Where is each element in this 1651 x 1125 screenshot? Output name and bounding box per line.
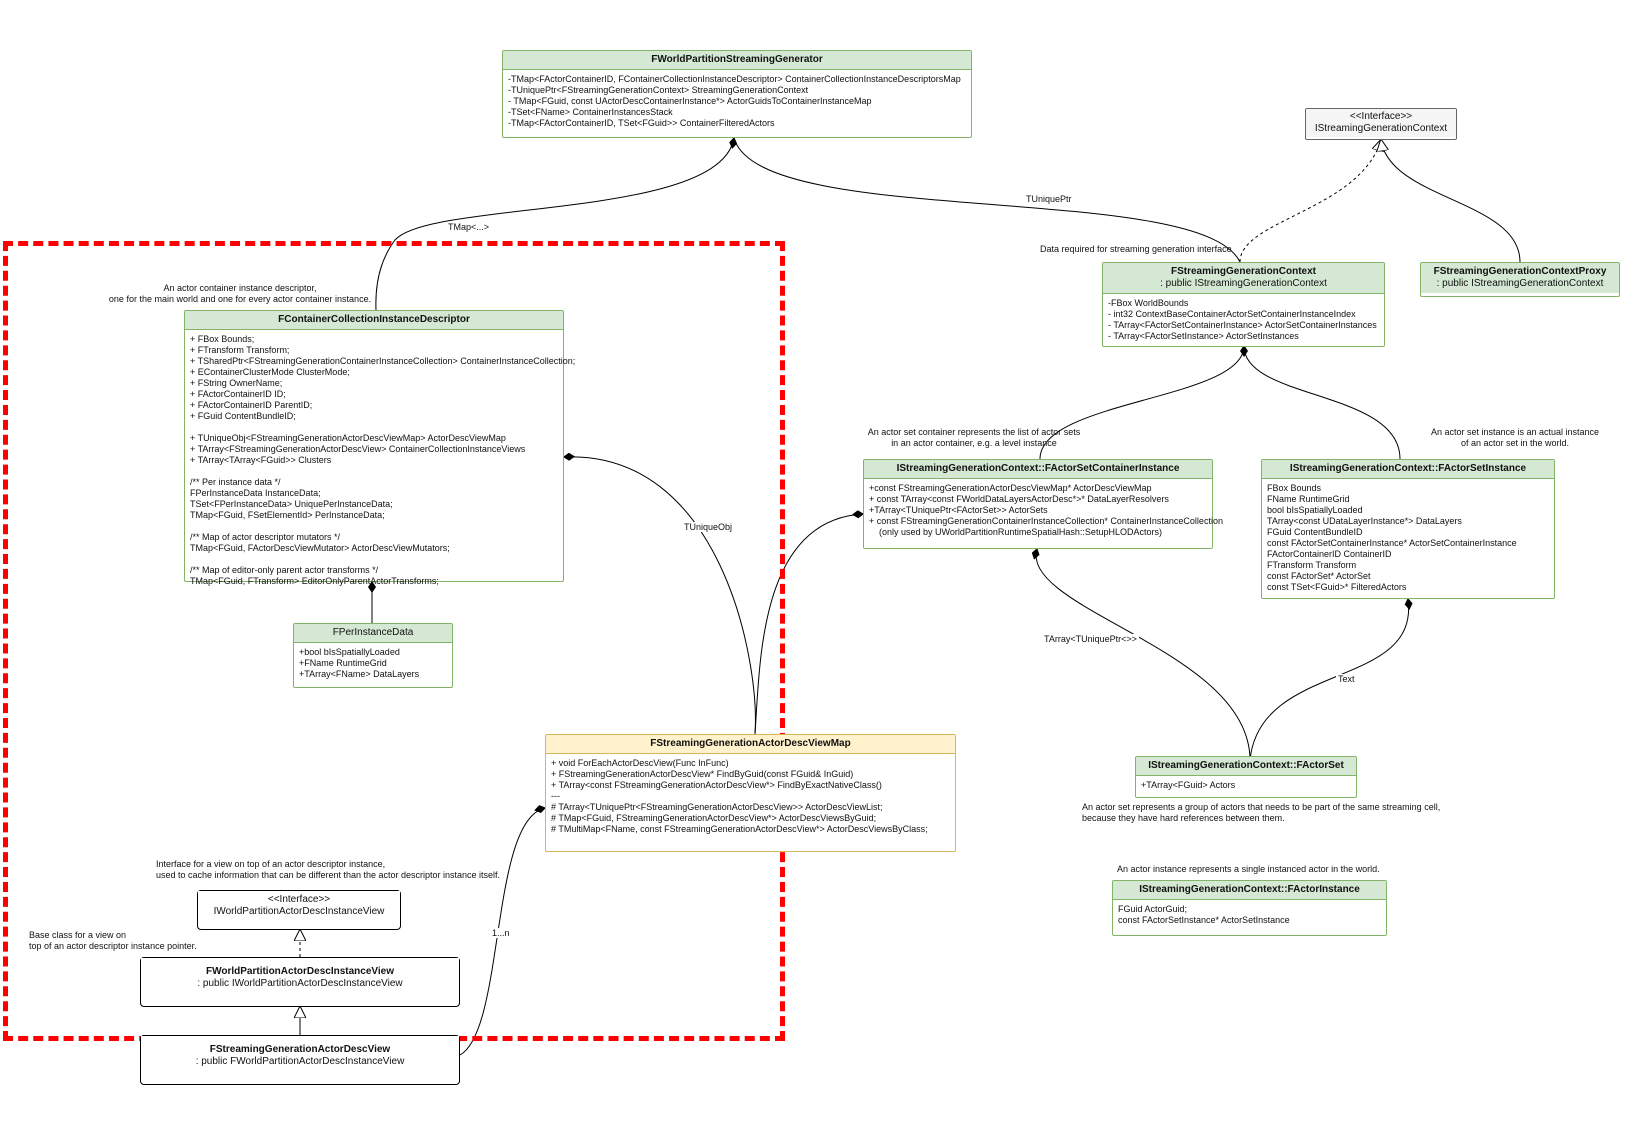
class-title: FStreamingGenerationActorDescViewMap [546,735,955,754]
edge-label-tarray-tuniqueptr: TArray<TUniquePtr<>> [1042,634,1139,644]
actor-instance-note: An actor instance represents a single in… [1117,864,1380,874]
edge-asc-viewmap [754,510,864,735]
context-note: Data required for streaming generation i… [1040,244,1232,254]
class-subtitle: : public FWorldPartitionActorDescInstanc… [195,1056,405,1067]
edge-proxy-interface [1381,140,1521,263]
class-title: IWorldPartitionActorDescInstanceView [213,906,385,917]
class-subtitle: : public IStreamingGenerationContext [1160,278,1327,289]
class-actor-set[interactable]: IStreamingGenerationContext::FActorSet +… [1135,756,1357,798]
class-view-interface[interactable]: <<Interface>> IWorldPartitionActorDescIn… [197,890,401,930]
edge-asc-actorset [1031,548,1251,761]
class-title: FStreamingGenerationContextProxy [1433,266,1607,277]
class-title: IStreamingGenerationContext::FActorSetCo… [864,460,1212,479]
class-actor-set-container-instance[interactable]: IStreamingGenerationContext::FActorSetCo… [863,459,1223,549]
edge-label-tuniqueptr: TUniquePtr [1024,194,1074,204]
actor-set-note: An actor set represents a group of actor… [1082,802,1441,823]
edge-label-one-to-n: 1...n [490,928,512,938]
class-title: FStreamingGenerationContext [1170,266,1317,277]
class-title: IStreamingGenerationContext::FActorInsta… [1113,881,1386,900]
class-sg-actor-desc-view[interactable]: FStreamingGenerationActorDescView : publ… [140,1035,460,1085]
class-title: IStreamingGenerationContext [1314,123,1448,134]
class-descriptor[interactable]: FContainerCollectionInstanceDescriptor +… [184,310,575,586]
edge-context-interface [1239,140,1381,263]
stereotype-label: <<Interface>> [267,894,331,905]
class-title: IStreamingGenerationContext::FActorSet [1136,757,1356,776]
descriptor-note: An actor container instance descriptor, … [108,283,372,304]
class-context-interface[interactable]: <<Interface>> IStreamingGenerationContex… [1305,108,1457,140]
class-title: IStreamingGenerationContext::FActorSetIn… [1262,460,1554,479]
class-context[interactable]: FStreamingGenerationContext : public ISt… [1102,262,1385,347]
class-title: FPerInstanceData [294,624,452,643]
class-members: -TMap<FActorContainerID, FContainerColle… [508,74,961,128]
edge-label-text: Text [1336,674,1357,684]
class-actor-set-instance[interactable]: IStreamingGenerationContext::FActorSetIn… [1261,459,1555,599]
class-title: FStreamingGenerationActorDescView [209,1044,391,1055]
class-members: +bool bIsSpatiallyLoaded +FName RuntimeG… [299,647,420,679]
base-class-note: Base class for a view on top of an actor… [29,930,197,951]
class-members: -FBox WorldBounds - int32 ContextBaseCon… [1108,298,1377,341]
class-wp-actor-desc-instance-view[interactable]: FWorldPartitionActorDescInstanceView : p… [140,957,460,1007]
class-members: FBox Bounds FName RuntimeGrid bool bIsSp… [1267,483,1517,592]
class-context-proxy[interactable]: FStreamingGenerationContextProxy : publi… [1420,262,1620,297]
edge-generator-context [733,137,1241,263]
class-title: FContainerCollectionInstanceDescriptor [185,311,563,330]
edge-asi-actorset [1249,598,1413,761]
edge-label-tuniqueobj: TUniqueObj [682,522,735,532]
class-members: FGuid ActorGuid; const FActorSetInstance… [1118,904,1290,925]
class-subtitle: : public IWorldPartitionActorDescInstanc… [197,978,403,989]
edge-descriptor-viewmap [563,452,756,735]
asi-note: An actor set instance is an actual insta… [1430,427,1600,448]
class-actor-instance[interactable]: IStreamingGenerationContext::FActorInsta… [1112,880,1387,936]
view-interface-note: Interface for a view on top of an actor … [156,859,501,880]
edge-context-asi [1243,345,1401,460]
edge-generator-descriptor [375,137,738,311]
class-actor-desc-view-map[interactable]: FStreamingGenerationActorDescViewMap + v… [545,734,956,852]
class-per-instance-data[interactable]: FPerInstanceData +bool bIsSpatiallyLoade… [293,623,453,688]
class-title: FWorldPartitionStreamingGenerator [503,51,971,70]
class-generator[interactable]: FWorldPartitionStreamingGenerator -TMap<… [502,50,972,138]
class-members: +TArray<FGuid> Actors [1141,780,1236,790]
asc-note: An actor set container represents the li… [867,427,1081,448]
class-subtitle: : public IStreamingGenerationContext [1436,278,1604,289]
class-title: FWorldPartitionActorDescInstanceView [205,966,394,977]
class-members: + FBox Bounds; + FTransform Transform; +… [190,334,576,586]
edge-label-tmap: TMap<...> [446,222,492,232]
class-members: + void ForEachActorDescView(Func InFunc)… [551,758,928,834]
class-members: +const FStreamingGenerationActorDescView… [869,483,1223,537]
stereotype-label: <<Interface>> [1349,111,1413,122]
edge-context-asc [1039,345,1248,460]
